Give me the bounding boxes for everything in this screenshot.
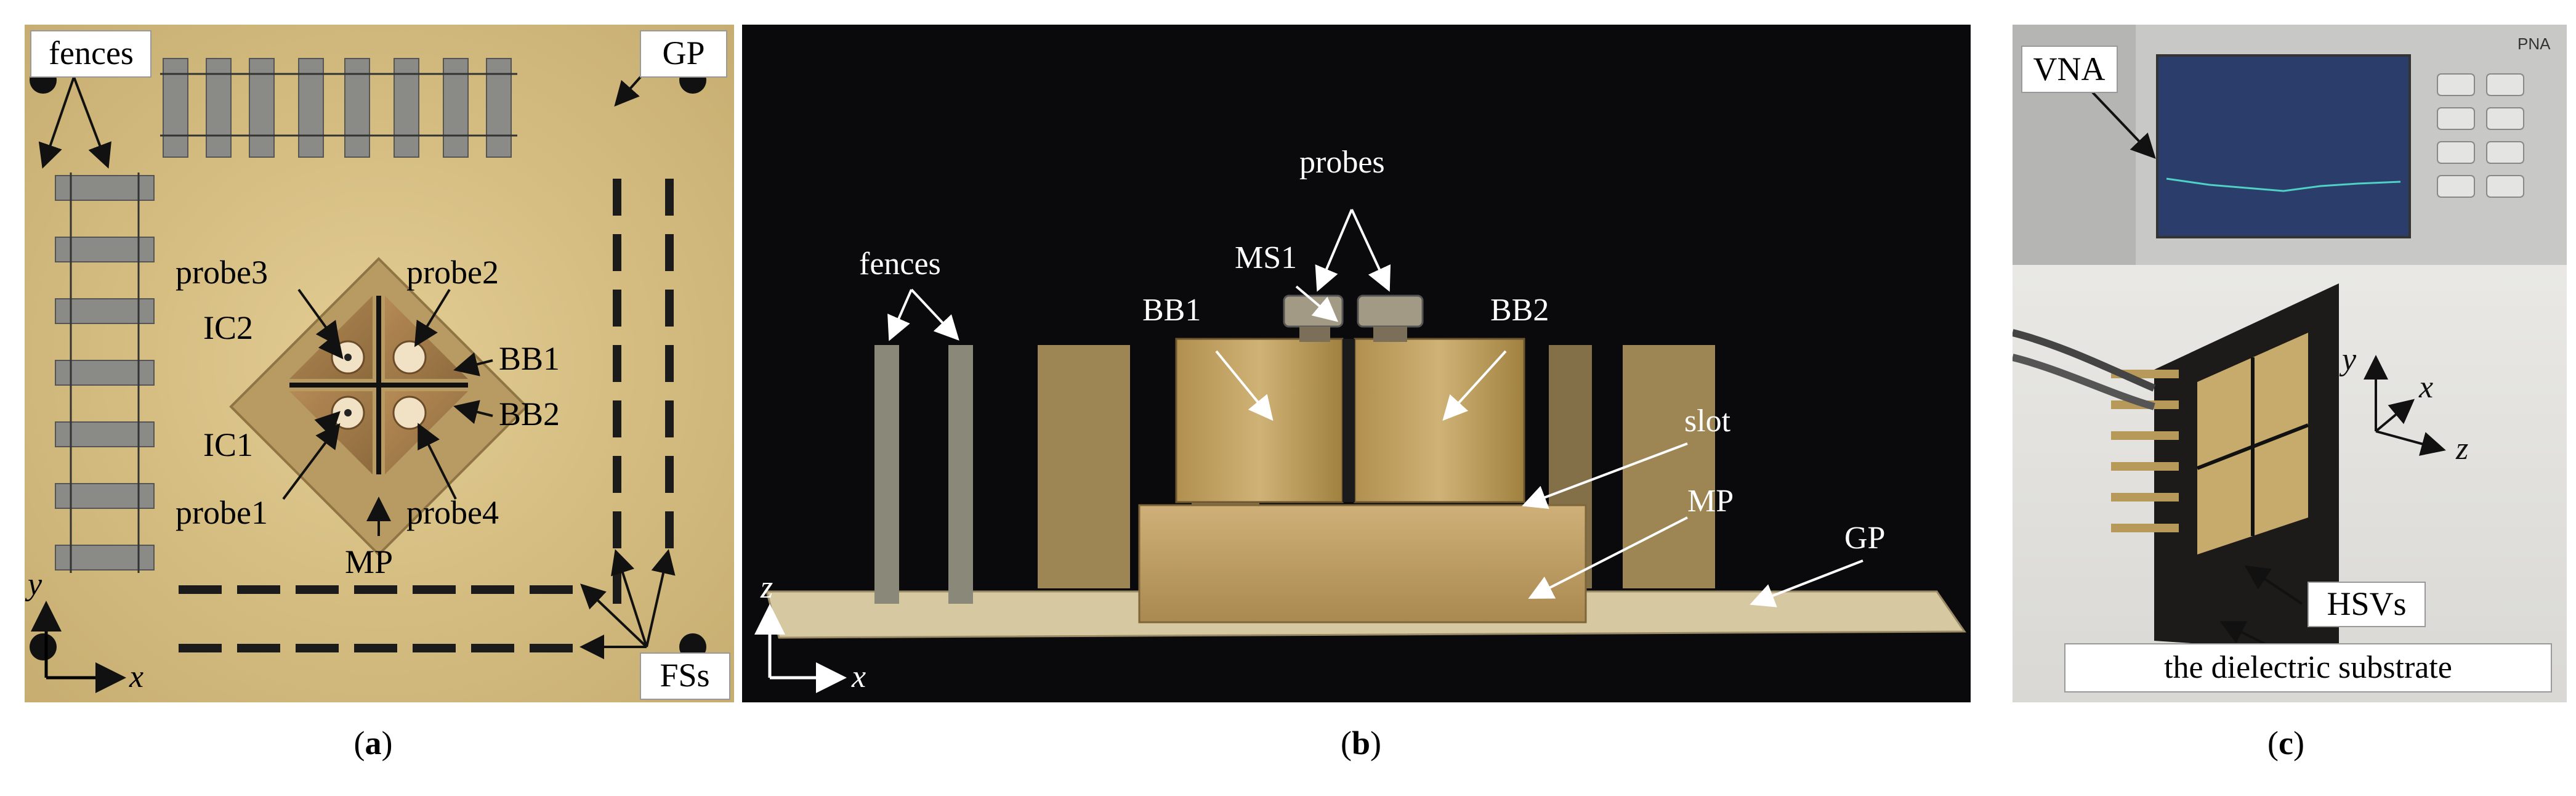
- label-gp: GP: [662, 35, 705, 71]
- block-bb2: [1354, 338, 1525, 503]
- caption-panel-b: (b): [1340, 725, 1381, 761]
- fence-post: [948, 345, 973, 604]
- caption-panel-c: (c): [2267, 725, 2304, 761]
- fs-slots-bottom: [179, 585, 573, 652]
- panel-a-image: fences GP FSs probe3 probe2 IC2 BB1 IC1 …: [25, 25, 734, 702]
- panel-a-axes: y x: [25, 567, 143, 694]
- panel-a-arrows: [38, 76, 676, 659]
- fence-column-left: [55, 175, 155, 571]
- axis-label-z: z: [760, 570, 773, 605]
- coax-cable: [2013, 354, 2155, 410]
- label-ic1: IC1: [203, 426, 253, 463]
- block-bb1: [1175, 338, 1344, 503]
- panel-b-side-view-photo: fences probes MS1 BB1 BB2 slot MP GP z x: [742, 25, 1971, 702]
- vna-trace: [2166, 177, 2401, 192]
- background-slab: [1038, 345, 1130, 588]
- panel-a-top-view-photo: fences GP FSs probe3 probe2 IC2 BB1 IC1 …: [25, 25, 734, 702]
- slot-gap: [1343, 339, 1355, 502]
- label-bb1: BB1: [1142, 293, 1201, 328]
- panel-c-image: PNA y x z: [2013, 25, 2567, 702]
- axis-label-z: z: [2455, 431, 2468, 466]
- axis-label-x: x: [129, 659, 143, 694]
- panel-c-arrows: [2091, 91, 2303, 648]
- label-dielectric-substrate: the dielectric substrate: [2164, 650, 2452, 685]
- vna-screen: [2156, 54, 2411, 238]
- label-ms1: MS1: [1235, 240, 1297, 275]
- label-probe2: probe2: [406, 254, 499, 291]
- axis-label-y: y: [2339, 342, 2357, 377]
- axis-label-x: x: [851, 659, 866, 694]
- metal-plate-mp: [1138, 504, 1587, 623]
- label-vna: VNA: [2033, 51, 2106, 87]
- panel-c-measurement-setup-photo: PNA y x z: [2013, 25, 2567, 702]
- label-probes: probes: [1299, 145, 1385, 180]
- panel-b-image: fences probes MS1 BB1 BB2 slot MP GP z x: [742, 25, 1971, 702]
- label-bb2: BB2: [499, 396, 560, 433]
- coax-cable: [2013, 329, 2156, 392]
- label-mp: MP: [345, 543, 393, 580]
- fence-post: [874, 345, 899, 604]
- fs-slots-right: [613, 179, 674, 604]
- vna-buttons: [2437, 73, 2524, 198]
- axis-label-y: y: [25, 567, 42, 602]
- label-probe1: probe1: [176, 494, 268, 531]
- label-pna: PNA: [2517, 35, 2551, 53]
- probe-circles: [331, 340, 427, 430]
- panel-c-axes: [2364, 355, 2446, 456]
- panel-b-axes: z x: [754, 570, 866, 694]
- label-fss: FSs: [660, 657, 709, 694]
- label-probe4: probe4: [406, 494, 499, 531]
- probe-top: [1357, 294, 1424, 328]
- fence-row-top: [163, 58, 512, 158]
- mounting-hole: [30, 633, 57, 660]
- label-bb2: BB2: [1490, 293, 1549, 328]
- caption-panel-a: (a): [353, 725, 393, 761]
- label-probe3: probe3: [176, 254, 268, 291]
- axis-label-x: x: [2418, 370, 2433, 405]
- label-fences: fences: [49, 35, 134, 71]
- label-slot: slot: [1684, 404, 1731, 439]
- panel-b-arrows: [887, 209, 1863, 607]
- label-bb1: BB1: [499, 340, 560, 377]
- label-fences: fences: [859, 246, 941, 282]
- background-slab: [1623, 345, 1715, 588]
- label-ic2: IC2: [203, 309, 253, 346]
- label-mp: MP: [1687, 484, 1734, 519]
- label-hsvs: HSVs: [2327, 585, 2406, 622]
- label-gp: GP: [1844, 521, 1885, 556]
